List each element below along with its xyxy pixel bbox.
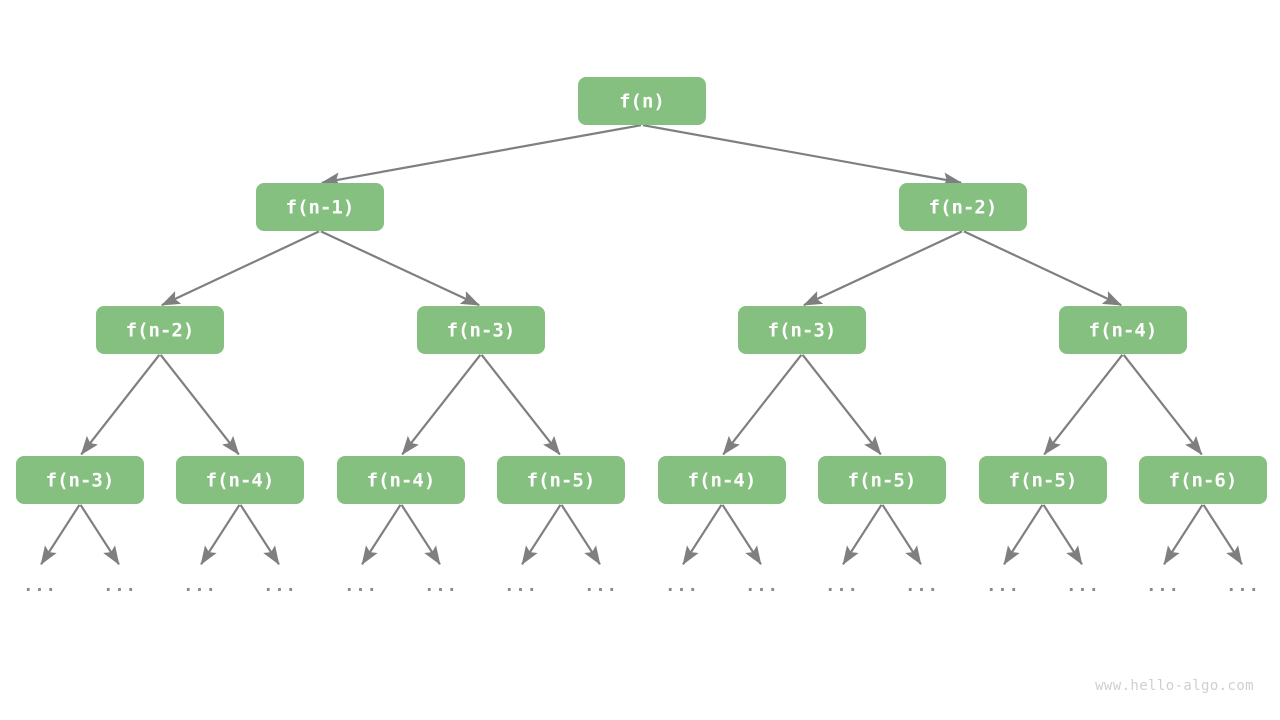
tree-node-box xyxy=(1139,456,1267,504)
tree-edge xyxy=(801,354,882,456)
tree-node-box xyxy=(417,306,545,354)
tree-edge-to-ellipsis xyxy=(79,504,120,566)
tree-node-box xyxy=(899,183,1027,231)
tree-edge xyxy=(480,354,561,456)
tree-edge-to-ellipsis xyxy=(521,504,562,566)
tree-edge-to-ellipsis xyxy=(1042,504,1083,566)
tree-node[interactable]: f(n-2) xyxy=(899,183,1027,231)
tree-edge xyxy=(321,124,642,187)
ellipsis-label: ... xyxy=(263,576,297,596)
tree-node-label: f(n-5) xyxy=(1009,470,1078,492)
ellipsis-label: ... xyxy=(1066,576,1100,596)
tree-node[interactable]: f(n-4) xyxy=(658,456,786,504)
tree-edge-to-ellipsis xyxy=(1163,504,1204,566)
tree-node-box xyxy=(256,183,384,231)
tree-edge xyxy=(320,230,480,307)
tree-edge-to-ellipsis xyxy=(881,504,922,566)
tree-edge-to-ellipsis xyxy=(721,504,762,566)
tree-node-label: f(n-4) xyxy=(688,470,757,492)
tree-node-box xyxy=(16,456,144,504)
tree-edge xyxy=(401,354,482,456)
tree-node[interactable]: f(n-5) xyxy=(497,456,625,504)
tree-node-label: f(n-6) xyxy=(1169,470,1238,492)
tree-node[interactable]: f(n-3) xyxy=(16,456,144,504)
tree-node-label: f(n-3) xyxy=(46,470,115,492)
tree-node-box xyxy=(979,456,1107,504)
tree-edge-to-ellipsis xyxy=(560,504,601,566)
tree-node[interactable]: f(n-4) xyxy=(337,456,465,504)
ellipsis-label: ... xyxy=(504,576,538,596)
tree-edge xyxy=(642,124,962,187)
tree-node[interactable]: f(n-5) xyxy=(979,456,1107,504)
ellipsis-label: ... xyxy=(183,576,217,596)
tree-node-label: f(n-3) xyxy=(447,320,516,342)
ellipsis-label: ... xyxy=(1226,576,1260,596)
tree-edge-to-ellipsis xyxy=(400,504,441,566)
tree-edge-to-ellipsis xyxy=(40,504,81,566)
tree-node-box xyxy=(96,306,224,354)
tree-node-box xyxy=(658,456,786,504)
tree-edge xyxy=(1043,354,1124,456)
tree-edge-to-ellipsis xyxy=(361,504,402,566)
ellipsis-label: ... xyxy=(1146,576,1180,596)
tree-node[interactable]: f(n-1) xyxy=(256,183,384,231)
tree-node-label: f(n-3) xyxy=(768,320,837,342)
ellipsis-label: ... xyxy=(986,576,1020,596)
tree-node-box xyxy=(337,456,465,504)
ellipsis-label: ... xyxy=(103,576,137,596)
tree-node-box xyxy=(578,77,706,125)
edges-layer xyxy=(40,124,1243,566)
tree-node-label: f(n-4) xyxy=(1089,320,1158,342)
tree-edge xyxy=(161,230,320,307)
tree-node-box xyxy=(176,456,304,504)
tree-node-label: f(n-4) xyxy=(206,470,275,492)
tree-edge-to-ellipsis xyxy=(239,504,280,566)
ellipsis-label: ... xyxy=(665,576,699,596)
tree-node-box xyxy=(1059,306,1187,354)
tree-node[interactable]: f(n) xyxy=(578,77,706,125)
ellipsis-label: ... xyxy=(344,576,378,596)
tree-edge xyxy=(722,354,803,456)
tree-edge xyxy=(803,230,963,307)
tree-node[interactable]: f(n-2) xyxy=(96,306,224,354)
tree-node-label: f(n-5) xyxy=(527,470,596,492)
ellipsis-label: ... xyxy=(584,576,618,596)
tree-edge xyxy=(80,354,161,456)
tree-node-box xyxy=(738,306,866,354)
tree-edge-to-ellipsis xyxy=(1202,504,1243,566)
ellipsis-layer: ........................................… xyxy=(23,576,1260,596)
ellipsis-label: ... xyxy=(424,576,458,596)
tree-edge xyxy=(963,230,1122,307)
tree-node-box xyxy=(818,456,946,504)
tree-node-label: f(n-1) xyxy=(286,197,355,219)
tree-node[interactable]: f(n-3) xyxy=(417,306,545,354)
tree-edge-to-ellipsis xyxy=(842,504,883,566)
tree-node[interactable]: f(n-3) xyxy=(738,306,866,354)
tree-edge-to-ellipsis xyxy=(1003,504,1044,566)
tree-edge xyxy=(1122,354,1203,456)
tree-node-label: f(n-4) xyxy=(367,470,436,492)
tree-edge-to-ellipsis xyxy=(200,504,241,566)
ellipsis-label: ... xyxy=(745,576,779,596)
watermark-label: www.hello-algo.com xyxy=(1095,678,1254,694)
ellipsis-label: ... xyxy=(23,576,57,596)
tree-edge xyxy=(159,354,240,456)
tree-node[interactable]: f(n-4) xyxy=(176,456,304,504)
tree-node-label: f(n-5) xyxy=(848,470,917,492)
ellipsis-label: ... xyxy=(905,576,939,596)
tree-node[interactable]: f(n-6) xyxy=(1139,456,1267,504)
tree-node[interactable]: f(n-5) xyxy=(818,456,946,504)
tree-node-label: f(n) xyxy=(619,91,665,113)
tree-node-label: f(n-2) xyxy=(929,197,998,219)
tree-node[interactable]: f(n-4) xyxy=(1059,306,1187,354)
tree-node-box xyxy=(497,456,625,504)
nodes-layer: f(n) f(n-1) f(n-2) f(n-2) f(n-3) f(n-3) f(n-4)… xyxy=(16,77,1267,504)
ellipsis-label: ... xyxy=(825,576,859,596)
tree-node-label: f(n-2) xyxy=(126,320,195,342)
tree-edge-to-ellipsis xyxy=(682,504,723,566)
